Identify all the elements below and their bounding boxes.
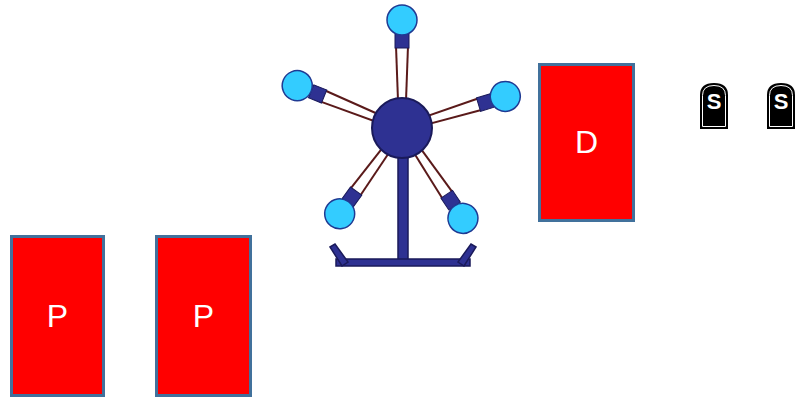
wheel-pole — [398, 150, 408, 260]
process-box: P — [10, 235, 105, 397]
node-label: P — [47, 298, 68, 335]
tombstone-icon: S — [699, 82, 729, 129]
process-box: P — [155, 235, 252, 397]
node-label: P — [193, 298, 214, 335]
process-box: D — [538, 63, 635, 222]
wheel-foot — [330, 244, 348, 266]
wheel-foot — [458, 244, 476, 266]
tombstone-icon: S — [766, 82, 796, 129]
wheel-hub — [372, 98, 432, 158]
wheel-base — [336, 259, 470, 266]
node-label: S — [774, 89, 789, 115]
node-label: S — [707, 89, 722, 115]
node-label: D — [575, 124, 598, 161]
